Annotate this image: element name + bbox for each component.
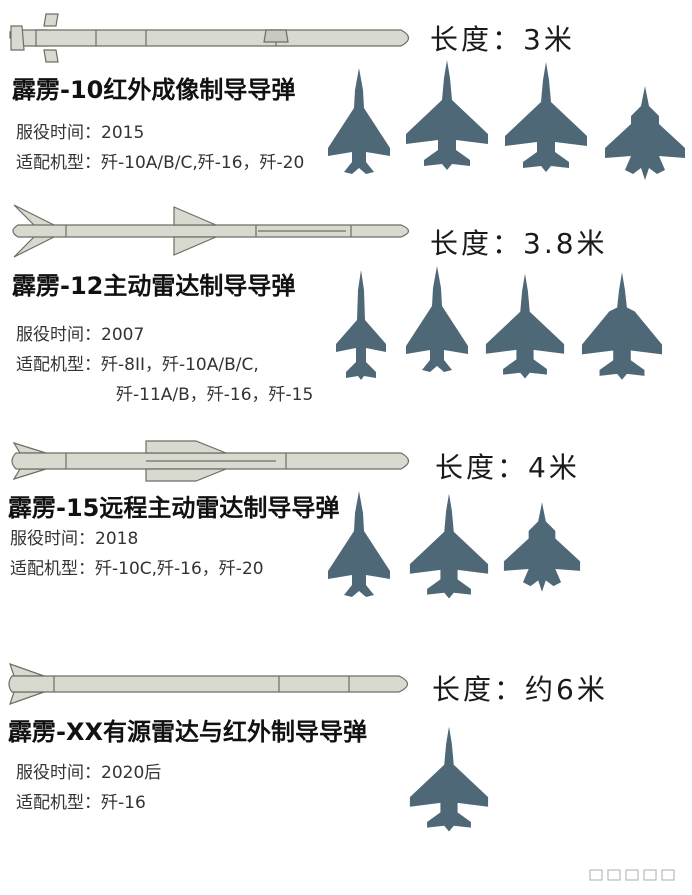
pl12-length: 长度：3.8米 xyxy=(430,227,608,260)
j16-silhouette-icon-2 xyxy=(505,62,587,172)
pl15-service-label: 服役时间： xyxy=(10,529,95,549)
pl15-aircraft-label: 适配机型： xyxy=(10,559,95,579)
plxx-length: 长度：约6米 xyxy=(432,673,608,706)
j15-silhouette-icon xyxy=(581,272,663,380)
pl12-aircraft-list-2: 歼-11A/B，歼-16，歼-15 xyxy=(116,385,314,405)
plxx-service-year: 2020后 xyxy=(101,763,162,783)
j20-silhouette-icon xyxy=(605,86,685,180)
j8ii-silhouette-icon xyxy=(336,270,386,380)
plxx-aircraft-list: 歼-16 xyxy=(101,793,146,813)
pl12-info: 服役时间：2007 适配机型：歼-8II，歼-10A/B/C, 歼-11A/B，… xyxy=(16,320,313,410)
pl15-length: 长度：4米 xyxy=(435,451,580,484)
j16-silhouette-icon-4 xyxy=(409,726,489,832)
j16-silhouette-icon xyxy=(406,60,488,170)
pl12-missile-illustration xyxy=(12,204,410,258)
plxx-aircraft-label: 适配机型： xyxy=(16,793,101,813)
pl10-length: 长度：3米 xyxy=(430,23,575,56)
pl10-service-label: 服役时间： xyxy=(16,123,101,143)
plxx-title: 霹雳-XX有源雷达与红外制导导弹 xyxy=(8,718,367,746)
pl15-aircraft-list: 歼-10C,歼-16，歼-20 xyxy=(95,559,264,579)
j10-silhouette-icon-2 xyxy=(406,266,468,372)
j20-silhouette-icon-2 xyxy=(503,502,581,592)
pl15-missile-illustration xyxy=(11,440,410,482)
pl12-aircraft-list-1: 歼-8II，歼-10A/B/C, xyxy=(101,355,259,375)
pl12-service-label: 服役时间： xyxy=(16,325,101,345)
j16-silhouette-icon-3 xyxy=(409,493,489,599)
watermark-icon xyxy=(589,869,675,881)
pl10-info: 服役时间：2015 适配机型：歼-10A/B/C,歼-16，歼-20 xyxy=(16,118,304,178)
pl15-info: 服役时间：2018 适配机型：歼-10C,歼-16，歼-20 xyxy=(10,524,264,584)
pl15-service-year: 2018 xyxy=(95,529,139,549)
pl12-title: 霹雳-12主动雷达制导导弹 xyxy=(12,272,296,300)
pl12-service-year: 2007 xyxy=(101,325,145,345)
j11-silhouette-icon xyxy=(485,273,565,379)
pl10-service-year: 2015 xyxy=(101,123,145,143)
plxx-service-label: 服役时间： xyxy=(16,763,101,783)
pl10-aircraft-list: 歼-10A/B/C,歼-16，歼-20 xyxy=(101,153,305,173)
plxx-info: 服役时间：2020后 适配机型：歼-16 xyxy=(16,758,161,818)
plxx-missile-illustration xyxy=(8,663,409,705)
pl12-aircraft-label: 适配机型： xyxy=(16,355,101,375)
pl10-title: 霹雳-10红外成像制导导弹 xyxy=(12,76,296,104)
j10-silhouette-icon xyxy=(328,68,390,174)
pl10-aircraft-label: 适配机型： xyxy=(16,153,101,173)
pl15-title: 霹雳-15远程主动雷达制导导弹 xyxy=(8,494,340,522)
j10c-silhouette-icon xyxy=(328,491,390,597)
pl10-missile-illustration xyxy=(9,13,410,63)
